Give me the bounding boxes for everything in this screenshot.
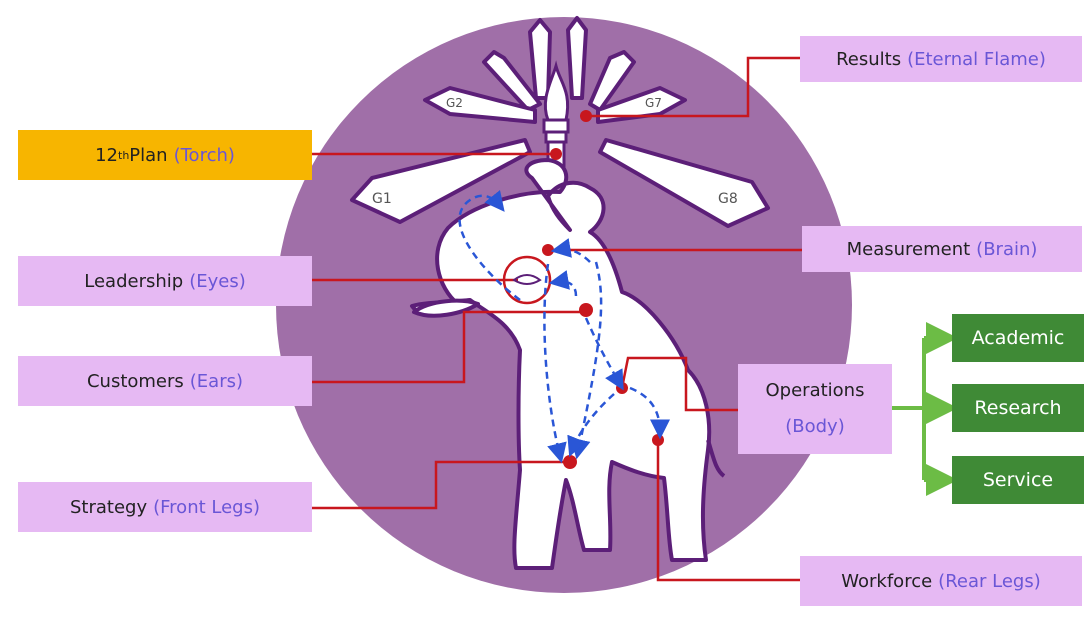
measurement-sub: (Brain) xyxy=(976,239,1037,260)
workforce-sub: (Rear Legs) xyxy=(938,571,1041,592)
leadership-label: Leadership xyxy=(84,271,183,292)
workforce-label: Workforce xyxy=(841,571,932,592)
results-label: Results xyxy=(836,49,901,70)
leadership-sub: (Eyes) xyxy=(189,271,246,292)
gem-label-g8: G8 xyxy=(718,191,738,207)
output-service: Service xyxy=(952,456,1084,504)
dot-workforce xyxy=(652,434,664,446)
output-academic: Academic xyxy=(952,314,1084,362)
gem-label-g7: G7 xyxy=(645,96,662,110)
ray-top xyxy=(568,18,586,98)
dot-strategy xyxy=(563,455,577,469)
plan-label: Plan xyxy=(129,145,167,166)
ray-top-left xyxy=(530,20,550,98)
customers-sub: (Ears) xyxy=(190,371,243,392)
plan-number: 12 xyxy=(95,145,118,166)
strategy-label: Strategy xyxy=(70,497,147,518)
operations-box: Operations (Body) xyxy=(738,364,892,454)
dot-results xyxy=(580,110,592,122)
customers-box: Customers (Ears) xyxy=(18,356,312,406)
dot-operations xyxy=(616,382,628,394)
operations-sub: (Body) xyxy=(785,409,844,445)
plan-sup: th xyxy=(118,149,129,162)
leadership-box: Leadership (Eyes) xyxy=(18,256,312,306)
plan-sub: (Torch) xyxy=(174,145,235,166)
results-sub: (Eternal Flame) xyxy=(907,49,1046,70)
dot-plan xyxy=(550,148,562,160)
operations-label: Operations xyxy=(766,373,865,409)
measurement-box: Measurement (Brain) xyxy=(802,226,1082,272)
strategy-box: Strategy (Front Legs) xyxy=(18,482,312,532)
gem-label-g2: G2 xyxy=(446,96,463,110)
output-arrows xyxy=(892,338,946,480)
strategy-sub: (Front Legs) xyxy=(153,497,260,518)
measurement-label: Measurement xyxy=(847,239,971,260)
customers-label: Customers xyxy=(87,371,184,392)
dot-customers xyxy=(579,303,593,317)
output-research: Research xyxy=(952,384,1084,432)
gem-label-g1: G1 xyxy=(372,191,392,207)
results-box: Results (Eternal Flame) xyxy=(800,36,1082,82)
workforce-box: Workforce (Rear Legs) xyxy=(800,556,1082,606)
dot-measurement xyxy=(542,244,554,256)
